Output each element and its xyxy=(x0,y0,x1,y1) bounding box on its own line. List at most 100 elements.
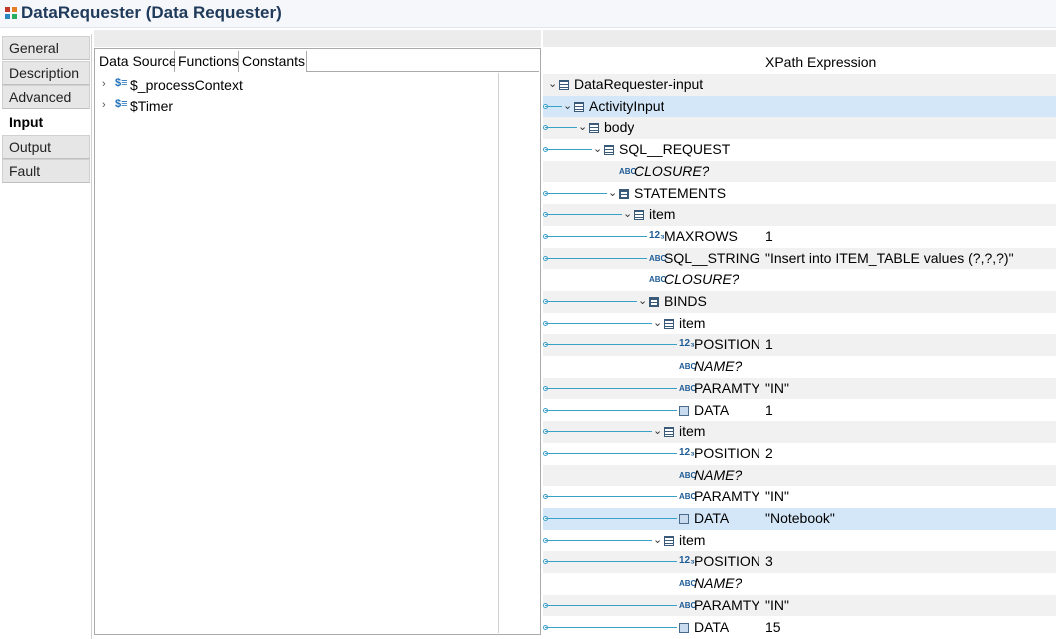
element-name: SQL__STRING xyxy=(664,249,759,266)
xpath-header-label: XPath Expression xyxy=(765,54,877,70)
mapping-connector-line xyxy=(545,496,677,498)
tab-label: Description xyxy=(9,65,80,81)
mapping-row[interactable]: ⌄ STATEMENTS xyxy=(543,183,1056,205)
xpath-value[interactable]: 15 xyxy=(765,618,781,635)
chevron-right-icon[interactable]: › xyxy=(102,78,106,90)
xpath-value[interactable]: "IN" xyxy=(765,596,789,613)
chevron-down-icon[interactable]: ⌄ xyxy=(653,316,663,329)
mapping-row[interactable]: ⌄ BINDS xyxy=(543,291,1056,313)
complex-element-icon xyxy=(664,318,674,329)
toolbar-strip-right xyxy=(543,30,1056,47)
xpath-value[interactable]: 3 xyxy=(765,553,773,570)
chevron-down-icon[interactable]: ⌄ xyxy=(653,425,663,438)
chevron-down-icon[interactable]: ⌄ xyxy=(608,186,618,199)
tree-item-label: $_processContext xyxy=(130,77,243,93)
string-icon: ABC xyxy=(679,600,697,610)
xpath-value[interactable]: "IN" xyxy=(765,379,789,396)
mapping-row[interactable]: ⌄ item xyxy=(543,530,1056,552)
tab-label: Output xyxy=(9,139,52,155)
mapping-row[interactable]: ⌄SQL__REQUEST xyxy=(543,139,1056,161)
xpath-value[interactable]: 1 xyxy=(765,227,773,244)
number-icon: 12₃ xyxy=(649,229,665,241)
mapping-row[interactable]: ⌄item xyxy=(543,313,1056,335)
element-name: item xyxy=(679,531,706,548)
data-source-tabbar: Data Source Functions Constants xyxy=(96,50,539,72)
element-name: PARAMTYP xyxy=(694,488,759,505)
mapping-row[interactable]: ABCPARAMTYP "IN" xyxy=(543,594,1056,617)
element-name: PARAMTYP xyxy=(694,596,759,613)
chevron-down-icon[interactable]: ⌄ xyxy=(593,143,603,156)
element-name: POSITION xyxy=(694,336,759,353)
tree-item-label: $Timer xyxy=(130,98,174,114)
tab-constants[interactable]: Constants xyxy=(239,51,307,72)
mapping-connector-line xyxy=(545,344,677,346)
xpath-value[interactable]: "Insert into ITEM_TABLE values (?,?,?)" xyxy=(765,249,1014,266)
chevron-down-icon[interactable]: ⌄ xyxy=(638,295,648,307)
mapping-connector-line xyxy=(545,127,577,129)
tree-item-timer[interactable]: › $≡ $Timer xyxy=(95,96,499,117)
chevron-down-icon[interactable]: ⌄ xyxy=(653,533,663,546)
element-name: BINDS xyxy=(664,293,707,309)
data-source-panel: Data Source Functions Constants › $≡ $_p… xyxy=(94,48,541,635)
xpath-value[interactable]: 1 xyxy=(765,401,773,418)
string-icon: ABC xyxy=(649,275,667,285)
toolbar-strip-left xyxy=(94,30,541,47)
chevron-right-icon[interactable]: › xyxy=(102,99,106,111)
string-icon: ABC xyxy=(679,492,697,502)
tab-description[interactable]: Description xyxy=(2,61,90,85)
tab-data-source[interactable]: Data Source xyxy=(96,51,177,72)
element-name: NAME? xyxy=(694,358,743,375)
string-icon: ABC xyxy=(679,470,697,480)
xpath-value[interactable]: "Notebook" xyxy=(765,510,835,526)
xpath-value[interactable]: 1 xyxy=(765,336,773,353)
element-name: MAXROWS xyxy=(664,227,738,244)
chevron-down-icon[interactable]: ⌄ xyxy=(548,78,558,90)
editor-title: DataRequester (Data Requester) xyxy=(21,3,282,22)
tab-label: Fault xyxy=(9,163,41,179)
chevron-down-icon[interactable]: ⌄ xyxy=(563,99,573,112)
element-name: CLOSURE? xyxy=(664,271,740,288)
mapping-row[interactable]: ⌄DataRequester-input xyxy=(543,74,1056,96)
tab-label: Advanced xyxy=(9,89,72,105)
tab-advanced[interactable]: Advanced xyxy=(2,85,90,109)
mapping-row[interactable]: DATA "Notebook" xyxy=(543,508,1056,530)
mapping-row[interactable]: ABCPARAMTYP"IN" xyxy=(543,377,1056,400)
tab-fault[interactable]: Fault xyxy=(2,159,90,183)
xpath-value[interactable]: "IN" xyxy=(765,488,789,505)
mapping-row[interactable]: ⌄item xyxy=(543,421,1056,443)
xpath-value[interactable]: 2 xyxy=(765,444,773,461)
element-name: DATA xyxy=(694,510,730,526)
mapping-connector-line xyxy=(545,431,652,433)
mapping-row[interactable]: ⌄ActivityInput xyxy=(543,95,1056,118)
tab-general[interactable]: General xyxy=(2,36,90,60)
tab-input[interactable]: Input xyxy=(2,110,90,134)
mapping-row[interactable]: ABCPARAMTYP "IN" xyxy=(543,486,1056,508)
complex-element-icon xyxy=(664,535,674,546)
tab-output[interactable]: Output xyxy=(2,135,90,159)
mapping-row[interactable]: ⌄body xyxy=(543,117,1056,140)
xpath-mapping-panel: XPath Expression ⌄DataRequester-input⌄Ac… xyxy=(543,48,1056,639)
string-icon: ABC xyxy=(679,579,697,589)
element-name: STATEMENTS xyxy=(634,184,727,201)
tree-item-process-context[interactable]: › $≡ $_processContext xyxy=(95,75,499,96)
tab-functions[interactable]: Functions xyxy=(175,51,239,72)
chevron-down-icon[interactable]: ⌄ xyxy=(623,208,633,221)
any-type-icon xyxy=(679,514,689,524)
mapping-connector-line xyxy=(545,149,592,151)
mapping-connector-line xyxy=(545,539,652,541)
chevron-down-icon[interactable]: ⌄ xyxy=(578,121,588,134)
list-element-icon xyxy=(619,188,629,199)
mapping-row[interactable]: ⌄item xyxy=(543,204,1056,226)
